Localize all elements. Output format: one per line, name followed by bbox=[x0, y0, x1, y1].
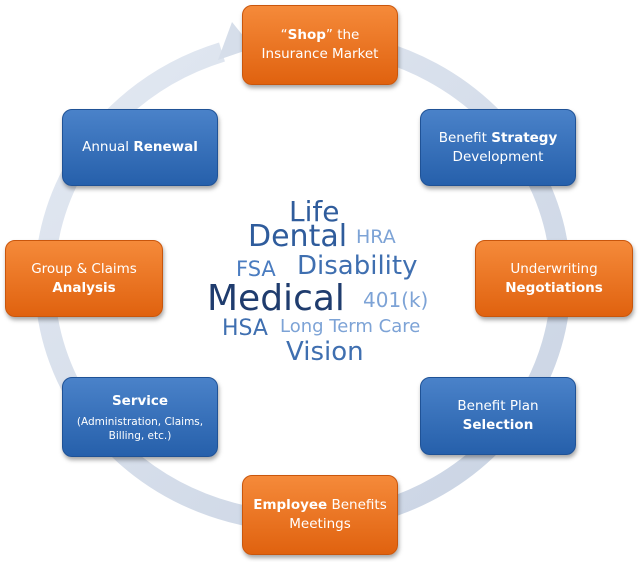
word-vision: Vision bbox=[286, 337, 364, 367]
word-fsa: FSA bbox=[236, 257, 276, 281]
word-life: Life bbox=[289, 195, 340, 228]
step-annual-renewal: Annual Renewal bbox=[62, 109, 218, 186]
step-group-claims-analysis: Group & Claims Analysis bbox=[5, 240, 163, 317]
word-dental: Dental bbox=[248, 219, 348, 254]
step-shop-market: “Shop” the Insurance Market bbox=[242, 5, 398, 85]
word-disability: Disability bbox=[297, 251, 418, 281]
word-hsa: HSA bbox=[222, 316, 268, 341]
step-benefit-strategy: Benefit Strategy Development bbox=[420, 109, 576, 186]
step-underwriting: Underwriting Negotiations bbox=[475, 240, 633, 317]
word-401k: 401(k) bbox=[363, 288, 429, 312]
step-service: Service (Administration, Claims, Billing… bbox=[62, 377, 218, 457]
word-medical: Medical bbox=[207, 278, 345, 319]
word-long-term-care: Long Term Care bbox=[280, 316, 421, 337]
step-employee-meetings: Employee Benefits Meetings bbox=[242, 475, 398, 555]
word-hra: HRA bbox=[356, 226, 396, 248]
step-plan-selection: Benefit Plan Selection bbox=[420, 377, 576, 455]
